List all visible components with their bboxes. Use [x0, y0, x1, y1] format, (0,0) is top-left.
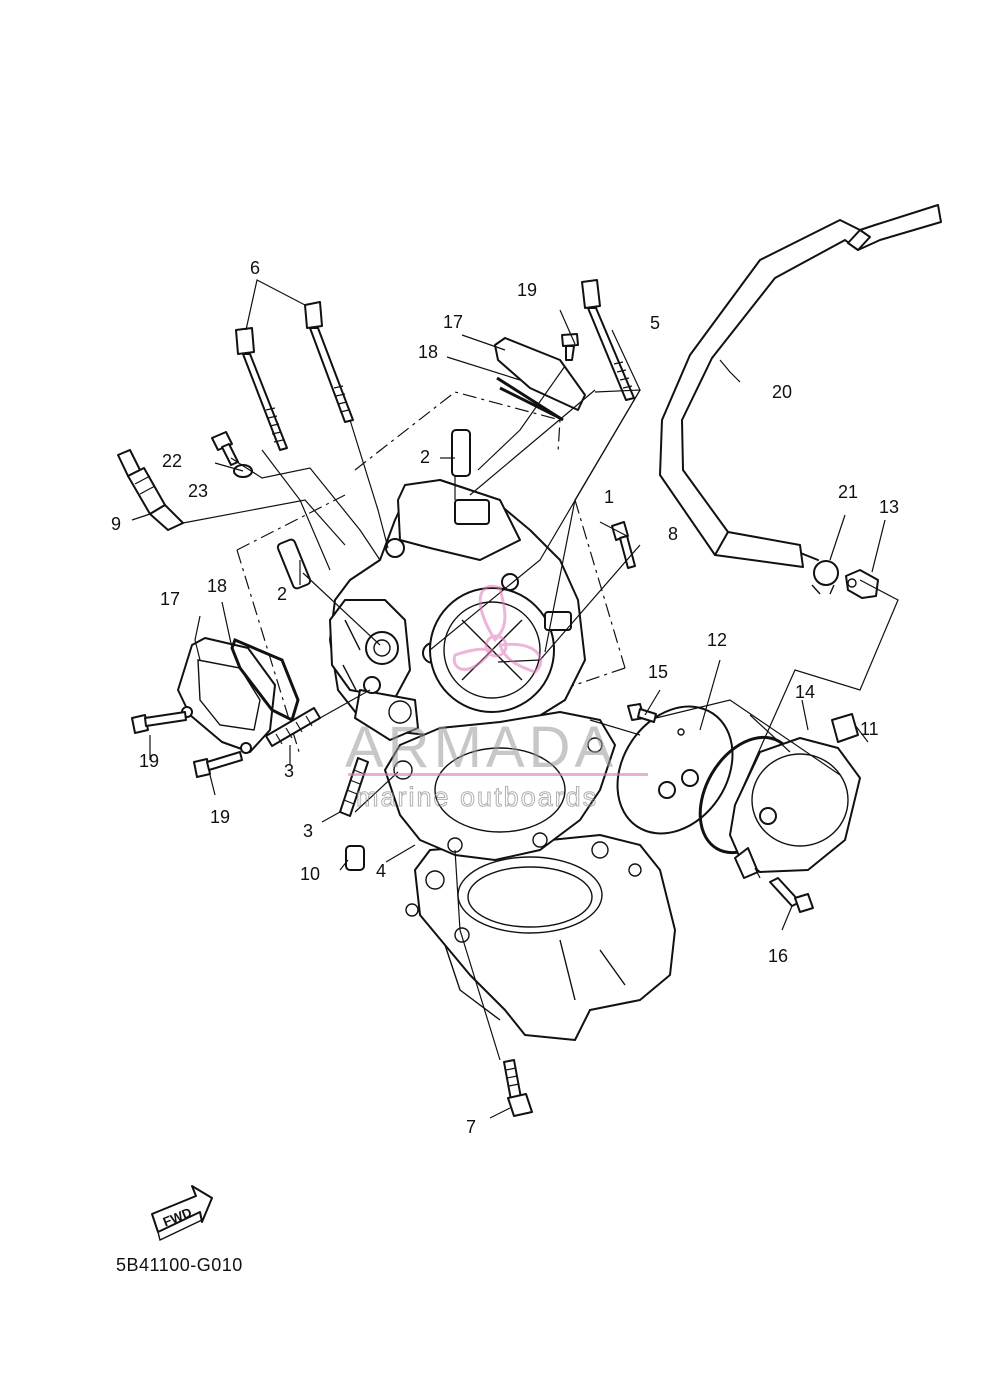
- callout-18-left: 18: [207, 576, 227, 596]
- watermark-logo-icon: [452, 584, 543, 674]
- callout-5: 5: [650, 313, 660, 333]
- callout-19-top: 19: [517, 280, 537, 300]
- cylinder-block: [405, 834, 676, 1041]
- callout-3-lower: 3: [303, 821, 313, 841]
- left-cover-gasket: [230, 638, 300, 723]
- watermark-tagline: marine outboards: [356, 782, 598, 812]
- watermark-brand: ARMADA: [345, 715, 617, 780]
- callout-9: 9: [111, 514, 121, 534]
- spark-plug: [117, 449, 184, 531]
- bolt-7: [503, 1059, 533, 1117]
- coolant-hose-20: [659, 204, 942, 568]
- callout-8: 8: [668, 524, 678, 544]
- callout-2-upper: 2: [420, 447, 430, 467]
- head-bolt-left: [235, 327, 288, 451]
- leader-lines: [131, 279, 899, 1119]
- thermostat-cover-11: [729, 713, 861, 879]
- callout-1: 1: [604, 487, 614, 507]
- callout-14: 14: [795, 682, 815, 702]
- head-bolt-5: [581, 279, 635, 401]
- cover-bolt-19-b: [193, 751, 243, 778]
- callout-4: 4: [376, 861, 386, 881]
- hose-fitting-13: [845, 569, 879, 599]
- callout-18-top: 18: [418, 342, 438, 362]
- bolt-22: [211, 431, 239, 466]
- dowel-pin-lower: [276, 538, 312, 590]
- watermark-underline: [348, 773, 648, 776]
- callout-16: 16: [768, 946, 788, 966]
- cover-plate-12: [616, 705, 734, 835]
- callout-labels: 1 2 2 3 3 4 5 6 7 8 9 10 11 12 13 14 15 …: [111, 258, 899, 1137]
- callout-17-top: 17: [443, 312, 463, 332]
- head-bolt-right: [304, 301, 354, 423]
- callout-13: 13: [879, 497, 899, 517]
- callout-12: 12: [707, 630, 727, 650]
- armada-watermark: ARMADA marine outboards: [345, 584, 648, 813]
- dowel-pin-upper: [451, 429, 471, 477]
- drawing-code: 5B41100-G010: [116, 1255, 243, 1275]
- top-valve-cover: [494, 337, 586, 422]
- callout-22: 22: [162, 451, 182, 471]
- callout-15: 15: [648, 662, 668, 682]
- callout-23: 23: [188, 481, 208, 501]
- callout-6: 6: [250, 258, 260, 278]
- callout-10: 10: [300, 864, 320, 884]
- callout-21: 21: [838, 482, 858, 502]
- callout-2-lower: 2: [277, 584, 287, 604]
- bolt-16: [769, 877, 814, 913]
- callout-20: 20: [772, 382, 792, 402]
- callout-7: 7: [466, 1117, 476, 1137]
- bolt-8: [611, 521, 636, 569]
- callout-17-left: 17: [160, 589, 180, 609]
- callout-19-left-a: 19: [139, 751, 159, 771]
- fwd-arrow-icon: FWD: [151, 1185, 213, 1241]
- cylinder-head: [329, 479, 586, 741]
- left-valve-cover: [177, 637, 276, 754]
- callout-19-left-b: 19: [210, 807, 230, 827]
- dowel-10: [345, 845, 365, 871]
- hose-clamp-21: [811, 560, 839, 595]
- cover-bolt-19-a: [131, 711, 187, 734]
- top-cover-bolt: [561, 333, 579, 361]
- callout-11: 11: [860, 719, 879, 739]
- head-gasket: [384, 711, 616, 861]
- bolt-15: [627, 703, 657, 723]
- callout-3-upper: 3: [284, 761, 294, 781]
